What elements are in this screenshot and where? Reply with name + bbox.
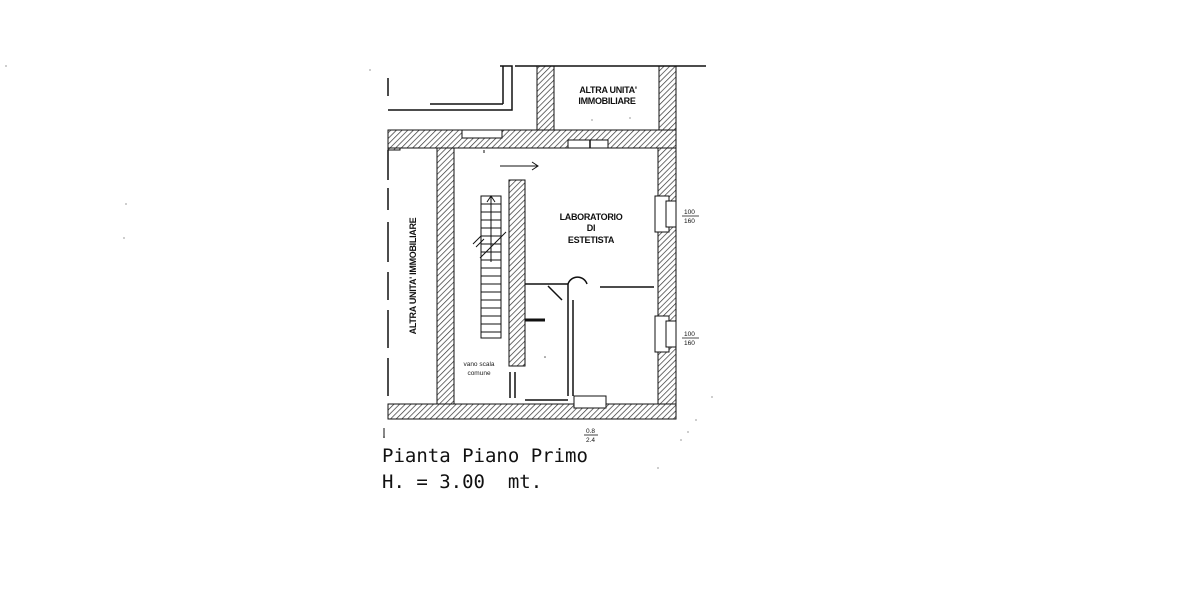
lab-label-2: DI <box>587 223 595 233</box>
lab-label-1: LABORATORIO <box>560 212 623 222</box>
upper-window-width: 100 <box>684 209 695 216</box>
upper-window-height: 160 <box>684 218 695 225</box>
stair-label-2: comune <box>467 370 491 377</box>
other-unit-top-label-2: IMMOBILIARE <box>578 96 635 106</box>
lab-label-3: ESTETISTA <box>568 235 615 245</box>
lower-window-height: 160 <box>684 340 695 347</box>
top-unit-walls <box>515 65 706 135</box>
stair <box>472 195 507 339</box>
bottom-window-width: 0.8 <box>586 428 595 435</box>
room-labels: ALTRA UNITA' IMMOBILIARE ALTRA UNITA' IM… <box>408 85 637 377</box>
internal-partitions <box>509 140 654 401</box>
bottom-window-height: 2.4 <box>586 437 595 444</box>
window-dimensions: 100 160 100 160 0.8 2.4 <box>584 209 699 444</box>
other-unit-left-label: ALTRA UNITA' IMMOBILIARE <box>408 217 418 334</box>
upper-left-walls <box>387 65 513 111</box>
window-notches <box>461 129 677 409</box>
floor-height: H. = 3.00 mt. <box>382 471 543 493</box>
other-unit-top-label-1: ALTRA UNITA' <box>579 85 637 95</box>
plan-title: Pianta Piano Primo <box>382 445 588 467</box>
lower-window-width: 100 <box>684 331 695 338</box>
outer-walls <box>387 129 677 420</box>
stair-label-1: vano scala <box>463 361 494 368</box>
entrance-arrow <box>483 150 539 171</box>
